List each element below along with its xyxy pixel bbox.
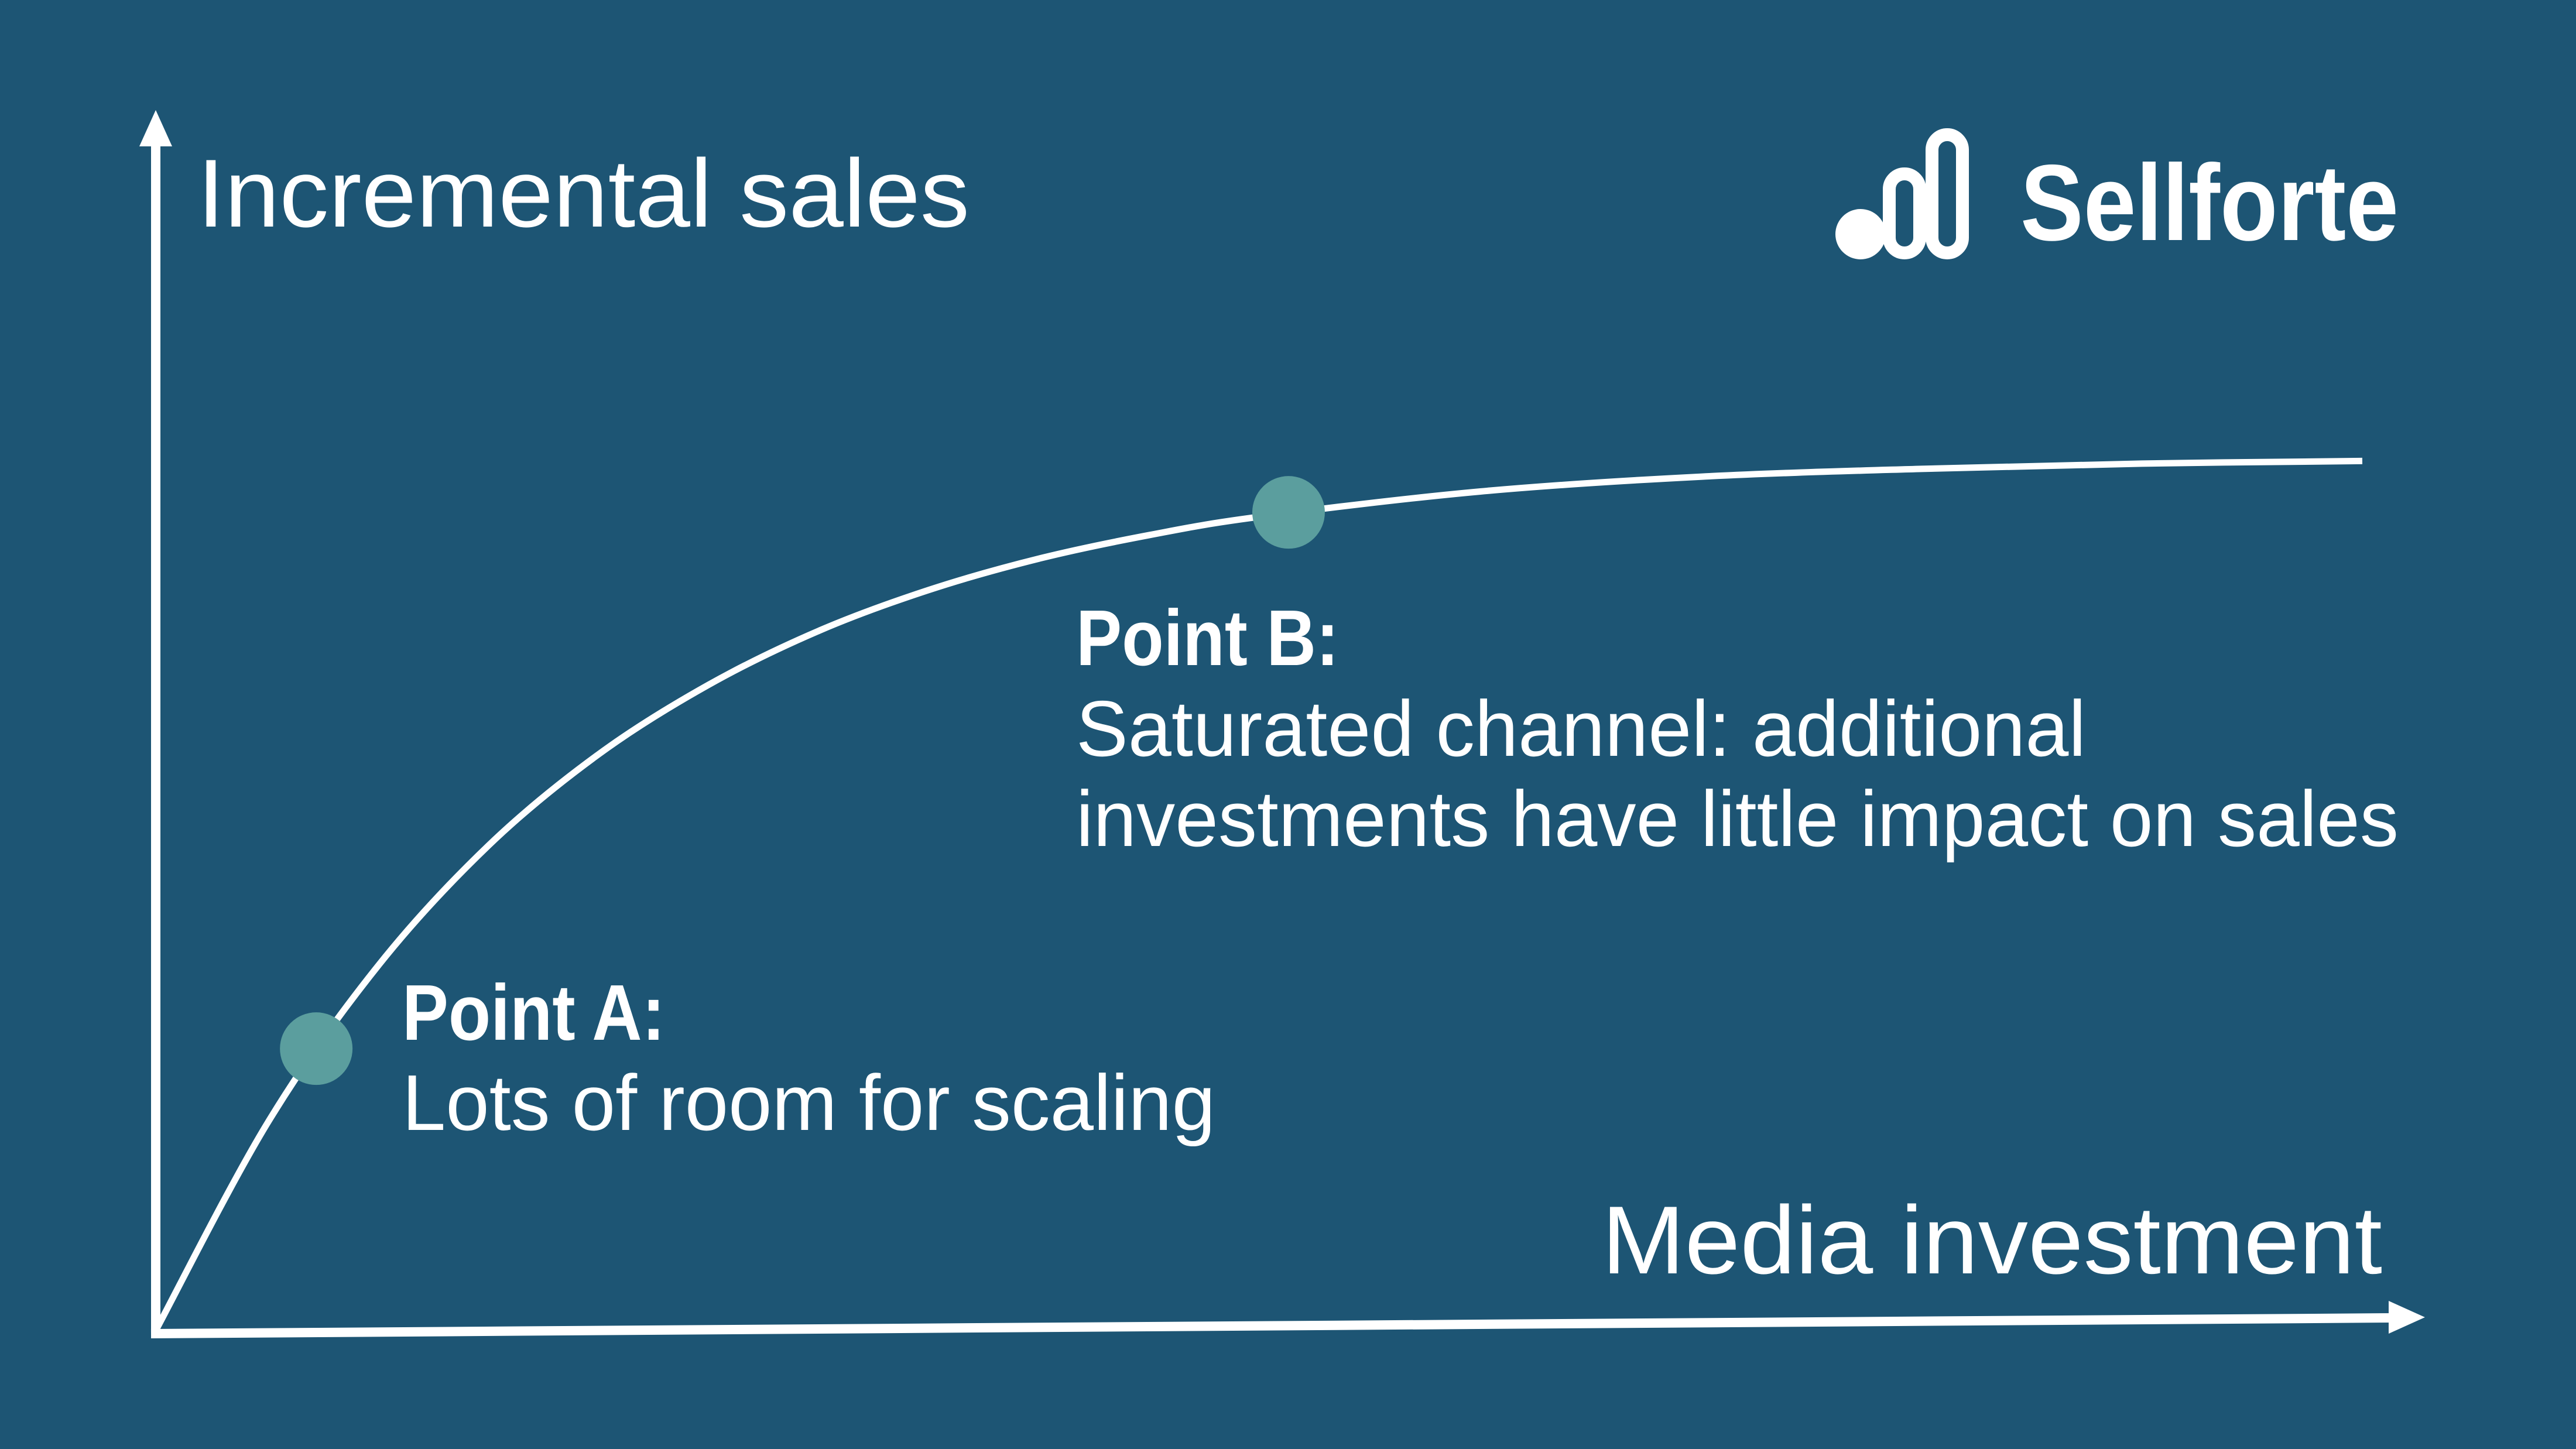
x-axis-arrow-icon [2389,1301,2425,1334]
x-axis-label: Media investment [1602,1186,2382,1294]
y-axis-label: Incremental sales [197,139,970,247]
response-curve [155,457,2363,1329]
point-a-marker [280,1012,353,1085]
point-a-description: Lots of room for scaling [402,1059,1215,1147]
point-a-label: Point A: [402,968,665,1057]
x-axis [150,1313,2395,1338]
sellforte-logo-icon [1835,128,1969,259]
sellforte-logo-text: Sellforte [2020,143,2399,263]
y-axis-arrow-icon [139,110,172,146]
point-b-marker [1252,476,1325,549]
point-b-description-line-2: investments have little impact on sales [1076,775,2399,863]
point-b-label: Point B: [1076,594,1339,682]
point-b-description-line-1: Saturated channel: additional [1076,684,2086,773]
